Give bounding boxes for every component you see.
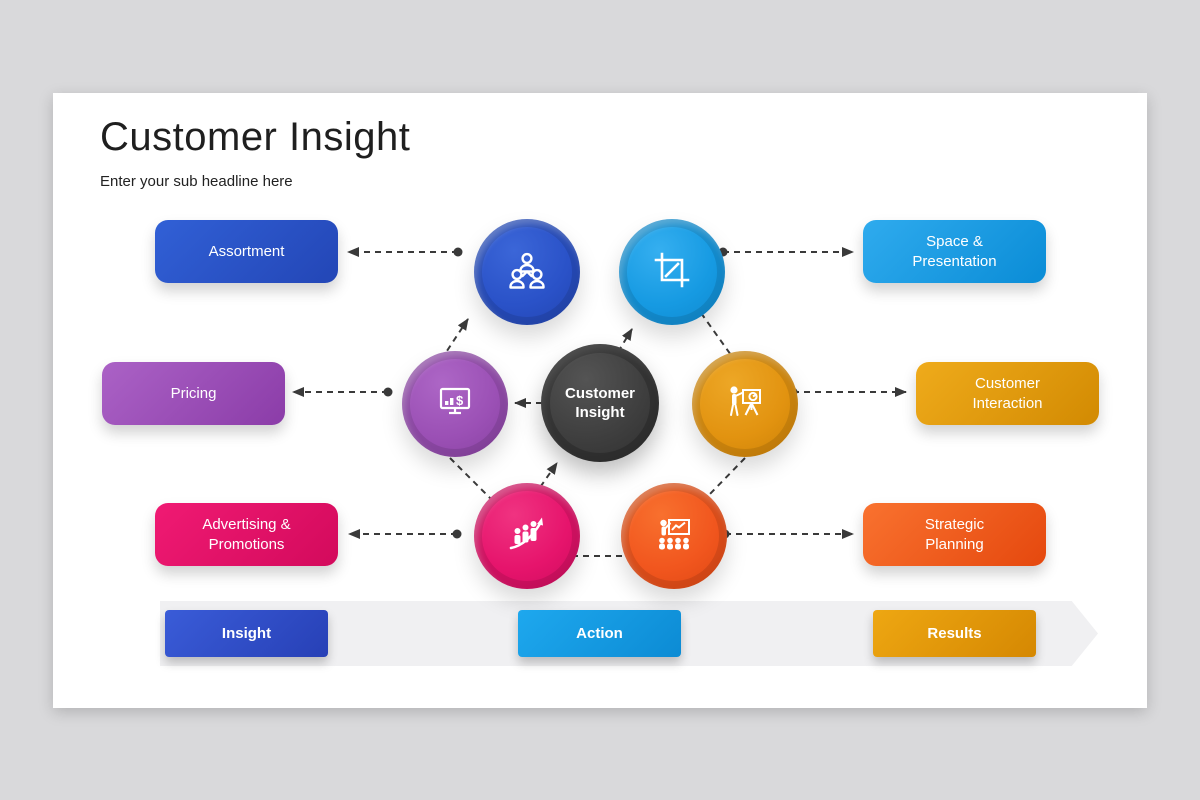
box-customer-interaction[interactable]: Customer Interaction: [916, 362, 1099, 425]
page-title: Customer Insight: [100, 115, 411, 159]
node-crop[interactable]: [619, 219, 725, 325]
box-label: Pricing: [170, 384, 217, 402]
node-meeting[interactable]: [621, 483, 727, 589]
slide-canvas: Customer Insight Enter your sub headline…: [53, 93, 1147, 708]
step-action-button[interactable]: Action: [518, 610, 681, 657]
box-assortment[interactable]: Assortment: [155, 220, 338, 283]
step-results-button[interactable]: Results: [873, 610, 1036, 657]
team-icon: [504, 247, 550, 298]
node-sales-monitor[interactable]: $: [402, 351, 508, 457]
box-label: Customer Interaction: [972, 375, 1043, 412]
box-label: Space & Presentation: [912, 233, 997, 270]
box-label: Advertising & Promotions: [202, 516, 291, 553]
node-growth[interactable]: [474, 483, 580, 589]
step-label: Insight: [221, 625, 272, 642]
svg-text:$: $: [456, 393, 464, 408]
step-label: Action: [576, 625, 623, 642]
sales-monitor-icon: $: [432, 379, 478, 430]
box-label: Strategic Planning: [924, 516, 985, 553]
box-label: Assortment: [208, 242, 285, 260]
page-subtitle: Enter your sub headline here: [100, 173, 293, 190]
box-advertising-promotions[interactable]: Advertising & Promotions: [155, 503, 338, 566]
node-team[interactable]: [474, 219, 580, 325]
node-presentation[interactable]: [692, 351, 798, 457]
center-label: Customer Insight: [564, 384, 635, 422]
growth-icon: [504, 511, 550, 562]
node-customer-insight[interactable]: Customer Insight: [541, 344, 659, 462]
step-insight-button[interactable]: Insight: [165, 610, 328, 657]
box-space-presentation[interactable]: Space & Presentation: [863, 220, 1046, 283]
meeting-icon: [651, 511, 697, 562]
box-pricing[interactable]: Pricing: [102, 362, 285, 425]
box-strategic-planning[interactable]: Strategic Planning: [863, 503, 1046, 566]
presentation-icon: [722, 379, 768, 430]
crop-icon: [649, 247, 695, 298]
step-label: Results: [927, 625, 982, 642]
